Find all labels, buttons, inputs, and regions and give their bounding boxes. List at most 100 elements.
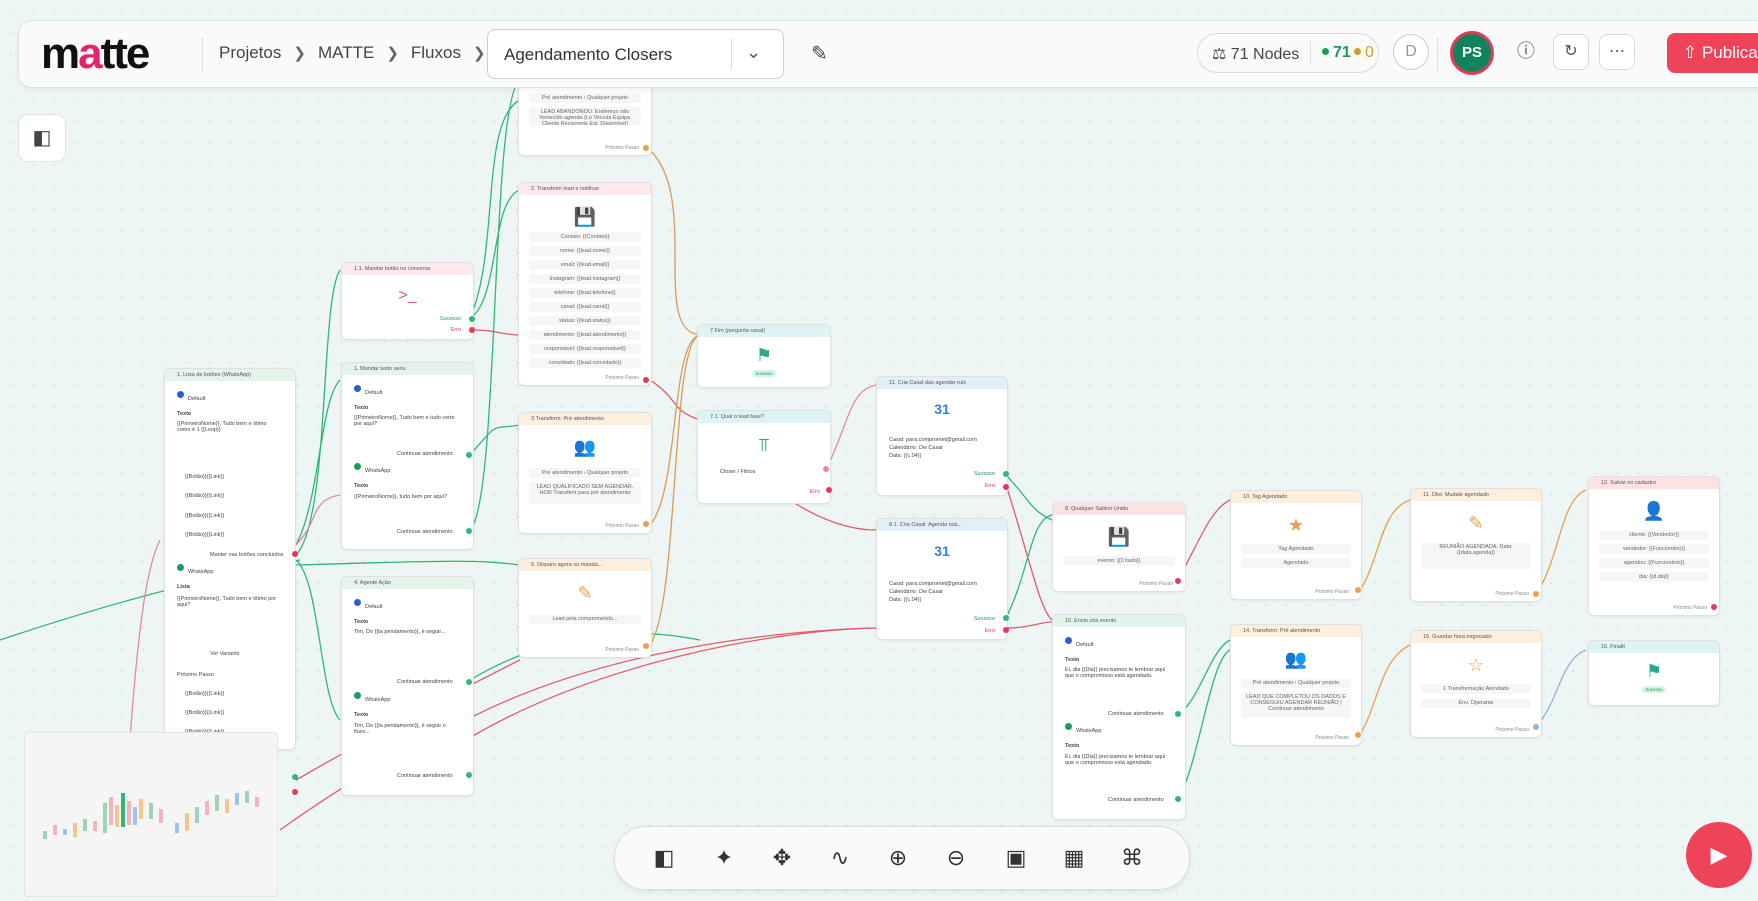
field-row: cliente: {{Vendedor}} (1599, 530, 1709, 540)
continuar-label: Continuar atendimento (1108, 711, 1164, 717)
node-disparo[interactable]: 5. Disparo agora ou manda... ✎ Lead pela… (518, 558, 652, 658)
flow-select[interactable]: Agendamento Closers ⌄ (487, 29, 784, 79)
edit-icon[interactable]: ✎ (811, 43, 828, 65)
layout-icon[interactable]: ▦ (1063, 845, 1085, 870)
error-label: Erro (809, 489, 820, 495)
node-pre-atendimento-top[interactable]: Pré atendimento › Qualquer projeto LEAD … (518, 84, 652, 156)
port-success[interactable] (466, 528, 472, 534)
zoom-in-icon[interactable]: ⊕ (888, 845, 908, 870)
port-success[interactable] (466, 772, 472, 778)
fit-view-icon[interactable]: ▣ (1005, 845, 1027, 870)
continuar-label: Continuar atendimento (1108, 797, 1164, 803)
port-success[interactable] (292, 774, 298, 780)
field-row: canal: {{lead.canal}} (529, 302, 641, 312)
magic-wand-icon[interactable]: ✦ (714, 845, 734, 870)
move-icon[interactable]: ✥ (772, 845, 792, 870)
port-error[interactable] (1003, 484, 1009, 490)
port-next[interactable] (1533, 591, 1539, 597)
port-success[interactable] (466, 679, 472, 685)
node-transform-lead[interactable]: 2. Transform lead e notificar 💾 Contato:… (518, 182, 652, 386)
breadcrumb-matte[interactable]: MATTE (317, 43, 375, 62)
sidebar-toggle-icon[interactable]: ◧ (18, 114, 66, 162)
history-icon[interactable]: ↻ (1553, 34, 1589, 70)
port-error[interactable] (1175, 578, 1181, 584)
node-calendar-agendar[interactable]: 11. Cria Casal das agendar ruis 31 Casal… (876, 376, 1008, 496)
avatar[interactable]: PS (1450, 31, 1494, 75)
breadcrumb-fluxos[interactable]: Fluxos (410, 43, 461, 62)
node-fim-pergunta[interactable]: 7.Fim (pergunta casal) ⚑ Sucesso (697, 324, 831, 388)
matte-logo[interactable]: matte (41, 29, 150, 78)
node-transform-pre[interactable]: 14. Transform: Pré atendimento 👥 Pré ate… (1230, 624, 1362, 746)
info-icon[interactable]: ⓘ (1517, 41, 1535, 61)
success-count: 71 (1322, 44, 1351, 62)
port-success[interactable] (1175, 796, 1181, 802)
field-row: Instagram: {{lead.instagram}} (529, 274, 641, 284)
debug-icon[interactable]: D (1393, 34, 1429, 70)
activity-icon[interactable]: ∿ (830, 845, 850, 870)
node-calendar-agenda[interactable]: 8.1. Cria Casal: Agenda ruis... 31 Casal… (876, 518, 1008, 640)
field-row: dia: {{d.dia}} (1599, 572, 1709, 582)
node-line: Pré atendimento › Qualquer projeto (529, 468, 641, 478)
node-line: Tag Agendado (1241, 544, 1351, 554)
port-error[interactable] (643, 377, 649, 383)
more-icon[interactable]: ⋯ (1599, 34, 1635, 70)
node-line: Data: {{c.04}} (889, 453, 922, 459)
port-success[interactable] (466, 452, 472, 458)
port-error[interactable] (1003, 627, 1009, 633)
publish-button[interactable]: ⇧ Publica (1667, 33, 1758, 73)
port-error[interactable] (292, 551, 298, 557)
port-success[interactable] (1003, 615, 1009, 621)
node-agente-acao[interactable]: 4. Agente Ação Default Texto Tim, Do {{t… (341, 576, 474, 796)
port-success[interactable] (1175, 711, 1181, 717)
chevron-right-icon: ❯ (472, 45, 486, 62)
port-next[interactable] (1533, 724, 1539, 730)
node-qual-fase[interactable]: 7.1. Qual o lead fase? ⫪ Closer / Filtro… (697, 410, 831, 504)
save-icon: 💾 (1107, 527, 1131, 547)
node-lista-botoes[interactable]: 1. Lista de botões (WhatsApp) Default Te… (164, 368, 296, 750)
save-icon: 💾 (573, 207, 597, 227)
port-next[interactable] (643, 643, 649, 649)
port-next[interactable] (1355, 732, 1361, 738)
port-success[interactable] (469, 316, 475, 322)
port-next[interactable] (823, 466, 829, 472)
node-qualquer-salario[interactable]: 8. Qualquer Salário União 💾 evento: {{Cr… (1052, 502, 1186, 592)
node-title: 8. Qualquer Salário União (1053, 503, 1185, 515)
node-obs-agendado[interactable]: 11. Obs: Mudale agendado ✎ REUNIÃO AGEND… (1410, 488, 1542, 602)
nodes-status[interactable]: ⚖ 71 Nodes 71 0 (1197, 33, 1379, 73)
node-guardar-hora[interactable]: 15. Guardar hora negociado ☆ 1 Transform… (1410, 630, 1542, 738)
whatsapp-label: WhatsApp (177, 564, 213, 575)
zoom-out-icon[interactable]: ⊖ (946, 845, 966, 870)
minimap[interactable] (24, 732, 278, 897)
run-flow-button[interactable]: ▶ (1686, 822, 1752, 888)
next-step-label: Próximo Passo (1139, 581, 1173, 587)
port-next[interactable] (1355, 587, 1361, 593)
continuar-label: Continuar atendimento (397, 529, 453, 535)
chevron-right-icon: ❯ (386, 45, 399, 62)
node-line: Calendário: Ow Casal (889, 445, 943, 451)
node-envio-evento[interactable]: 10. Envio cria evento Default Texto Ei, … (1052, 614, 1186, 820)
chevron-down-icon[interactable]: ⌄ (746, 42, 762, 62)
node-tag-agendado[interactable]: 10. Tag Agendado ★ Tag Agendado Agendado… (1230, 490, 1362, 600)
breadcrumb-projetos[interactable]: Projetos (219, 43, 282, 62)
node-mandar-botao[interactable]: 1.1. Mandar botão no conversa >_ Sucesso… (341, 262, 474, 340)
node-finalit[interactable]: 16. Finalit ⚑ Sucesso (1588, 640, 1720, 706)
port-error[interactable] (292, 789, 298, 795)
panel-toggle-icon[interactable]: ◧ (653, 845, 675, 870)
node-title: 12. Salvar no cadastro (1589, 477, 1719, 489)
list-row: {{Botão}}{{Link}} (185, 710, 225, 716)
text-body: {{PrimeiroNome}}, Tudo bem e ótimo como … (177, 421, 267, 433)
port-error[interactable] (826, 487, 832, 493)
user-icon: 👤 (1642, 501, 1666, 521)
node-mandar-texto[interactable]: 1. Mandar texto seriu Default Texto {{Pr… (341, 362, 474, 550)
ver-variantes-button[interactable]: Ver Variants (210, 651, 240, 657)
port-next[interactable] (643, 145, 649, 151)
port-error[interactable] (1711, 604, 1717, 610)
node-pre-atendimento[interactable]: 3.Transform: Pré atendimento 👥 Pré atend… (518, 412, 652, 534)
port-next[interactable] (643, 521, 649, 527)
node-salvar-cadastro[interactable]: 12. Salvar no cadastro 👤 cliente: {{Vend… (1588, 476, 1720, 616)
port-error[interactable] (469, 327, 475, 333)
node-line: LEAD ABANDONOU: Endereço não fornecido a… (529, 107, 641, 125)
command-icon[interactable]: ⌘ (1121, 845, 1143, 870)
port-success[interactable] (1003, 471, 1009, 477)
